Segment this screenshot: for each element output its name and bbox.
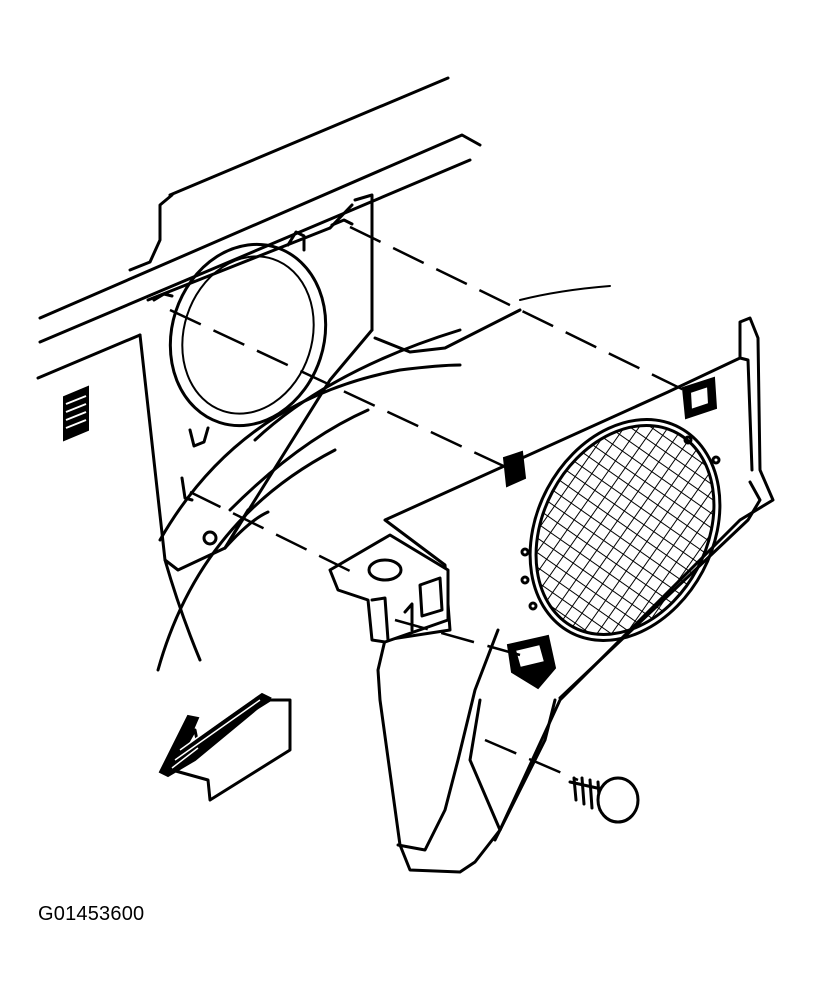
upper-body-structure (36, 76, 611, 380)
retainer-clips (502, 376, 718, 690)
speaker-mount-panel (138, 203, 374, 662)
push-pin-fastener (568, 776, 640, 824)
alignment-lines (169, 225, 689, 782)
figure-id-label: G01453600 (38, 903, 145, 925)
side-vent (63, 385, 89, 442)
interior-floor (156, 308, 522, 672)
front-direction-arrow (158, 692, 292, 802)
speaker-bracket (328, 533, 450, 644)
